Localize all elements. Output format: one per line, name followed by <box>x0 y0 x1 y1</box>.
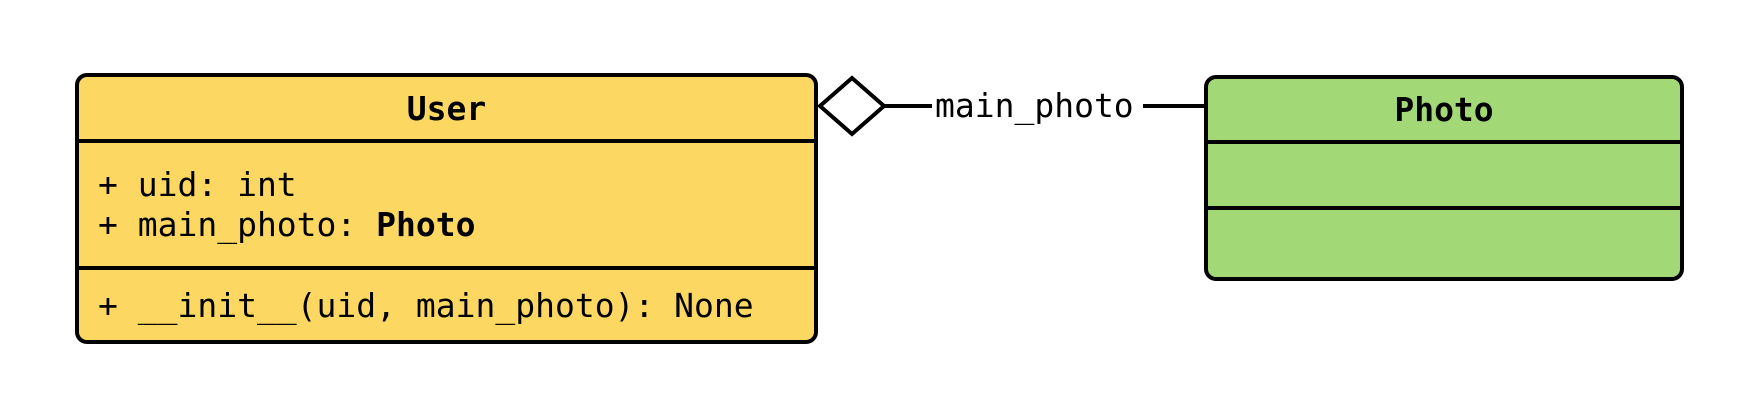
methods-compartment-photo-empty <box>1208 206 1680 277</box>
attribute-row: + uid: int <box>98 165 814 205</box>
method-row: + __init__(uid, main_photo): None <box>98 285 754 325</box>
methods-compartment-user: + __init__(uid, main_photo): None <box>79 266 814 340</box>
class-box-photo[interactable]: Photo <box>1204 75 1684 281</box>
attributes-compartment-photo-empty <box>1208 140 1680 206</box>
attribute-row: + main_photo: Photo <box>98 205 814 245</box>
class-box-user[interactable]: User + uid: int + main_photo: Photo + __… <box>75 73 818 344</box>
attribute-text: + main_photo: <box>98 204 377 244</box>
attribute-text: + uid: int <box>98 164 297 204</box>
attributes-compartment-user: + uid: int + main_photo: Photo <box>79 139 814 266</box>
relationship-label: main_photo <box>935 86 1134 125</box>
class-title-photo: Photo <box>1394 90 1494 129</box>
class-title-user: User <box>406 88 487 128</box>
aggregation-connector <box>818 75 1206 137</box>
aggregation-diamond-icon <box>818 75 888 137</box>
attribute-type: Photo <box>376 204 476 244</box>
